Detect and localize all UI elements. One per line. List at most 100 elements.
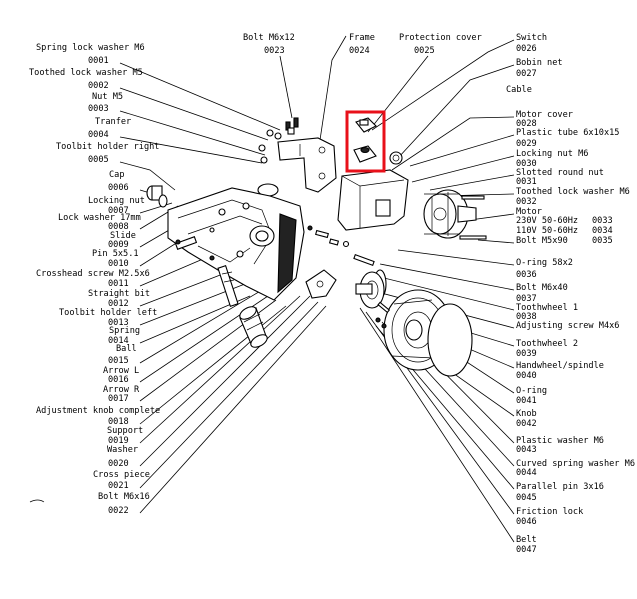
number-0027: 0027 (516, 69, 537, 79)
parts-drawing (29, 117, 487, 503)
label-arrow-r: Arrow R (103, 385, 140, 395)
label-motor-110v: 110V 50-60Hz (516, 226, 578, 236)
toothwheel-1 (355, 271, 385, 309)
label-toothwheel-1: Toothwheel 1 (516, 303, 578, 313)
right-labels: Switch 0026 Bobin net 0027 Cable Motor c… (506, 33, 635, 555)
label-adjusting-screw: Adjusting screw M4x6 (516, 321, 619, 331)
label-locking-nut: Locking nut (88, 196, 145, 206)
number-0036: 0036 (516, 270, 537, 280)
number-0005: 0005 (88, 155, 109, 165)
label-curved-spring-washer: Curved spring washer M6 (516, 459, 635, 469)
label-crosshead-screw: Crosshead screw M2.5x6 (36, 269, 150, 279)
bobin-net-part (353, 145, 377, 163)
number-0026: 0026 (516, 44, 537, 54)
cross-piece (305, 269, 337, 299)
cap-and-nut (146, 185, 168, 208)
label-bolt-m6x12: Bolt M6x12 (243, 33, 295, 43)
label-nut-m5: Nut M5 (92, 92, 123, 102)
number-0004: 0004 (88, 130, 109, 140)
top-labels: Bolt M6x12 0023 Frame 0024 Protection co… (243, 33, 482, 56)
number-0045: 0045 (516, 493, 537, 503)
frame-bracket (277, 137, 337, 193)
number-0043: 0043 (516, 445, 537, 455)
label-locking-nut-m6: Locking nut M6 (516, 149, 588, 159)
label-friction-lock: Friction lock (516, 507, 584, 517)
slide-and-pin (174, 236, 198, 250)
number-0013: 0013 (108, 318, 129, 328)
number-0029: 0029 (516, 139, 537, 149)
motor-body (423, 189, 477, 239)
label-arrow-l: Arrow L (103, 366, 139, 376)
label-plastic-tube: Plastic tube 6x10x15 (516, 128, 619, 138)
stray-mark (29, 499, 45, 503)
number-0002: 0002 (88, 81, 109, 91)
number-0047: 0047 (516, 545, 537, 555)
label-motor: Motor (516, 207, 542, 217)
label-toolbit-holder-right: Toolbit holder right (56, 142, 159, 152)
label-toothed-lock-washer-m6: Toothed lock washer M6 (516, 187, 630, 197)
label-cap: Cap (109, 170, 125, 180)
label-motor-cover: Motor cover (516, 110, 573, 120)
number-0024: 0024 (349, 46, 370, 56)
number-0012: 0012 (108, 299, 129, 309)
label-tranfer: Tranfer (95, 117, 131, 127)
number-0022: 0022 (108, 506, 129, 516)
label-toothed-lock-washer-m5: Toothed lock washer M5 (29, 68, 143, 78)
label-spring: Spring (109, 326, 140, 336)
number-0040: 0040 (516, 371, 537, 381)
switch-part (355, 117, 377, 133)
motor-bolts (459, 195, 487, 240)
number-0021: 0021 (108, 481, 129, 491)
number-0008: 0008 (108, 222, 129, 232)
number-0019: 0019 (108, 436, 129, 446)
label-motor-230v: 230V 50-60Hz (516, 216, 578, 226)
number-0037: 0037 (516, 294, 537, 304)
label-o-ring-58x2: O-ring 58x2 (516, 258, 573, 268)
label-switch: Switch (516, 33, 547, 43)
number-0041: 0041 (516, 396, 537, 406)
label-handwheel-spindle: Handwheel/spindle (516, 361, 604, 371)
belt-ring (427, 303, 473, 377)
number-0009: 0009 (108, 240, 129, 250)
label-pin-5x5: Pin 5x5.1 (92, 249, 139, 259)
number-0034: 0034 (592, 226, 613, 236)
number-0031: 0031 (516, 177, 537, 187)
label-plastic-washer-m6: Plastic washer M6 (516, 436, 604, 446)
label-lock-washer-17mm: Lock washer 17mm (58, 213, 141, 223)
left-labels: Spring lock washer M6 0001 Toothed lock … (29, 43, 160, 516)
number-0044: 0044 (516, 468, 537, 478)
label-parallel-pin: Parallel pin 3x16 (516, 482, 604, 492)
small-hardware-cluster (258, 117, 299, 164)
number-0006: 0006 (108, 183, 129, 193)
number-0042: 0042 (516, 419, 537, 429)
center-bolts (307, 225, 375, 267)
number-0033: 0033 (592, 216, 613, 226)
label-frame: Frame (349, 33, 375, 43)
label-support: Support (107, 426, 143, 436)
label-adjustment-knob: Adjustment knob complete (36, 406, 160, 416)
motor-cover (337, 169, 409, 231)
label-slotted-round-nut: Slotted round nut (516, 168, 604, 178)
straight-bit (217, 265, 239, 307)
label-bobin-net: Bobin net (516, 58, 563, 68)
number-0011: 0011 (108, 279, 129, 289)
number-0039: 0039 (516, 349, 537, 359)
number-0038: 0038 (516, 312, 537, 322)
number-0015: 0015 (108, 356, 129, 366)
crosshead-screw (209, 255, 215, 261)
number-0017: 0017 (108, 394, 129, 404)
label-bolt-m6x40: Bolt M6x40 (516, 283, 568, 293)
right-bolts (375, 301, 391, 329)
label-cable: Cable (506, 85, 532, 95)
label-washer: Washer (107, 445, 138, 455)
label-toothwheel-2: Toothwheel 2 (516, 339, 578, 349)
number-0032: 0032 (516, 197, 537, 207)
highlight-box (345, 110, 386, 173)
number-0035: 0035 (592, 236, 613, 246)
number-0018: 0018 (108, 417, 129, 427)
label-bolt-m5x90: Bolt M5x90 (516, 236, 568, 246)
label-straight-bit: Straight bit (88, 289, 150, 299)
number-0020: 0020 (108, 459, 129, 469)
number-0028: 0028 (516, 119, 537, 129)
